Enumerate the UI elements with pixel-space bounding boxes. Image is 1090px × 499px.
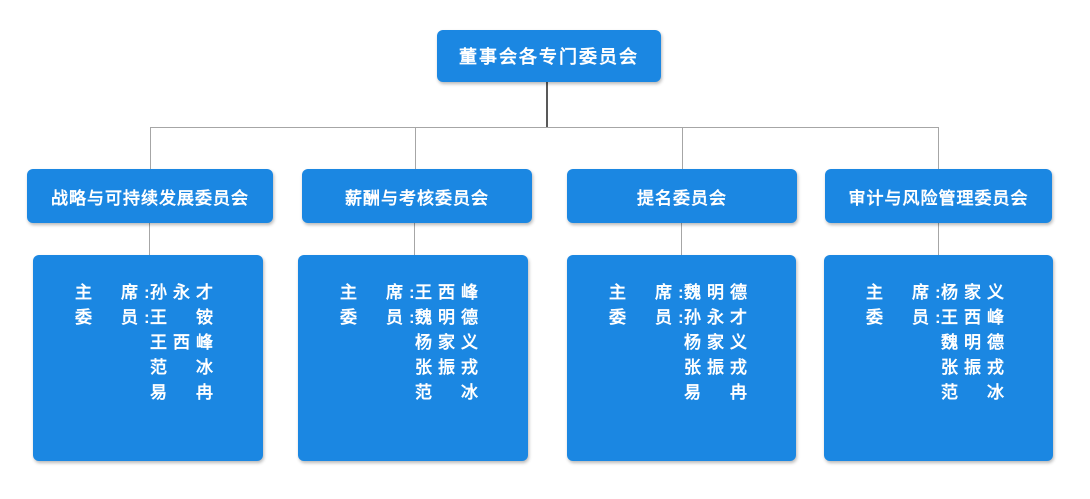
role-label <box>75 355 150 380</box>
role-label: 主 席: <box>75 283 156 302</box>
person-name: 王西峰 <box>150 333 219 352</box>
person-name: 张振戎 <box>684 358 753 377</box>
committee-name: 战略与可持续发展委员会 <box>51 188 249 208</box>
committee-box-strategy: 战略与可持续发展委员会 <box>27 169 273 223</box>
role-label: 委 员: <box>75 308 156 327</box>
role-label <box>866 330 941 355</box>
role-label <box>340 330 415 355</box>
connector-horizontal-rail <box>150 127 939 128</box>
committee-detail-strategy: 主 席: 孙永才 委 员: 王 铵 王西峰 范 冰 易 冉 <box>33 255 263 461</box>
connector-detail-link-4 <box>938 223 939 255</box>
committee-member-row: 张振戎 <box>866 355 1053 380</box>
committee-member-row: 主 席: 王西峰 <box>340 280 528 305</box>
committee-member-row: 范 冰 <box>866 380 1053 405</box>
person-name: 杨家义 <box>941 283 1010 302</box>
committee-member-row: 杨家义 <box>609 330 796 355</box>
person-name: 易 冉 <box>684 383 753 402</box>
connector-drop-committee-4 <box>938 128 939 169</box>
person-name: 魏明德 <box>941 333 1010 352</box>
committee-detail-audit-risk: 主 席: 杨家义 委 员: 王西峰 魏明德 张振戎 范 冰 <box>824 255 1053 461</box>
committee-box-audit-risk: 审计与风险管理委员会 <box>825 169 1052 223</box>
root-committee-box: 董事会各专门委员会 <box>437 30 661 82</box>
role-label <box>75 330 150 355</box>
committee-member-row: 杨家义 <box>340 330 528 355</box>
committee-member-row: 主 席: 魏明德 <box>609 280 796 305</box>
role-label <box>609 355 684 380</box>
committee-member-row: 王西峰 <box>75 330 263 355</box>
person-name: 杨家义 <box>415 333 484 352</box>
committee-member-row: 范 冰 <box>340 380 528 405</box>
connector-drop-committee-3 <box>682 128 683 169</box>
connector-detail-link-3 <box>681 223 682 255</box>
committee-member-row: 张振戎 <box>340 355 528 380</box>
committee-member-row: 范 冰 <box>75 355 263 380</box>
role-label: 主 席: <box>340 283 421 302</box>
role-label <box>75 380 150 405</box>
committee-name: 薪酬与考核委员会 <box>345 188 489 208</box>
committee-member-row: 易 冉 <box>609 380 796 405</box>
role-label <box>609 380 684 405</box>
connector-root-stub <box>546 82 548 128</box>
connector-detail-link-1 <box>149 223 150 255</box>
person-name: 孙永才 <box>150 283 219 302</box>
role-label <box>609 330 684 355</box>
person-name: 张振戎 <box>415 358 484 377</box>
role-label: 主 席: <box>609 283 690 302</box>
role-label <box>340 380 415 405</box>
person-name: 王西峰 <box>415 283 484 302</box>
role-label: 委 员: <box>866 308 947 327</box>
person-name: 魏明德 <box>415 308 484 327</box>
root-committee-label: 董事会各专门委员会 <box>459 47 639 67</box>
person-name: 易 冉 <box>150 383 219 402</box>
committee-member-row: 张振戎 <box>609 355 796 380</box>
connector-drop-committee-2 <box>415 128 416 169</box>
person-name: 孙永才 <box>684 308 753 327</box>
role-label <box>866 355 941 380</box>
person-name: 范 冰 <box>150 358 219 377</box>
committee-member-row: 易 冉 <box>75 380 263 405</box>
person-name: 魏明德 <box>684 283 753 302</box>
person-name: 杨家义 <box>684 333 753 352</box>
role-label: 主 席: <box>866 283 947 302</box>
committee-member-row: 主 席: 杨家义 <box>866 280 1053 305</box>
role-label: 委 员: <box>609 308 690 327</box>
committee-member-row: 委 员: 王西峰 <box>866 305 1053 330</box>
person-name: 范 冰 <box>415 383 484 402</box>
role-label <box>340 355 415 380</box>
role-label <box>866 380 941 405</box>
person-name: 范 冰 <box>941 383 1010 402</box>
committee-member-row: 委 员: 孙永才 <box>609 305 796 330</box>
connector-detail-link-2 <box>414 223 415 255</box>
committee-detail-nomination: 主 席: 魏明德 委 员: 孙永才 杨家义 张振戎 易 冉 <box>567 255 796 461</box>
committee-detail-compensation: 主 席: 王西峰 委 员: 魏明德 杨家义 张振戎 范 冰 <box>298 255 528 461</box>
committee-member-row: 委 员: 王 铵 <box>75 305 263 330</box>
committee-name: 审计与风险管理委员会 <box>848 188 1029 208</box>
committee-box-nomination: 提名委员会 <box>567 169 797 223</box>
committee-box-compensation: 薪酬与考核委员会 <box>302 169 532 223</box>
person-name: 张振戎 <box>941 358 1010 377</box>
committee-name: 提名委员会 <box>637 188 727 208</box>
person-name: 王 铵 <box>150 308 219 327</box>
person-name: 王西峰 <box>941 308 1010 327</box>
committee-member-row: 魏明德 <box>866 330 1053 355</box>
committee-member-row: 主 席: 孙永才 <box>75 280 263 305</box>
connector-drop-committee-1 <box>150 128 151 169</box>
committee-member-row: 委 员: 魏明德 <box>340 305 528 330</box>
role-label: 委 员: <box>340 308 421 327</box>
